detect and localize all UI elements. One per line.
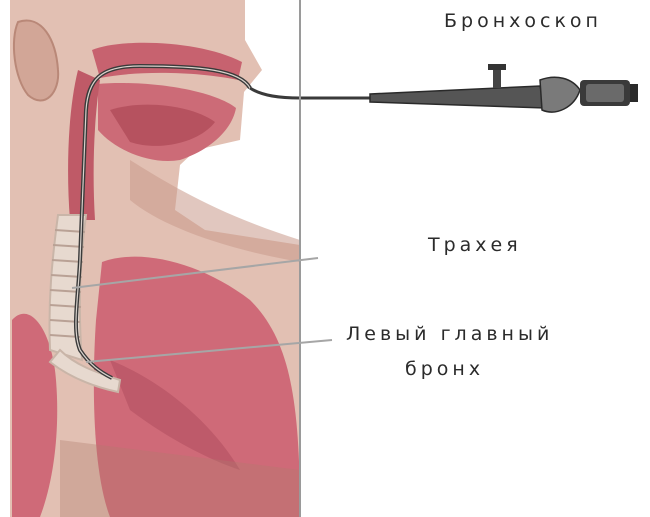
bronchoscope-label: Бронхоскоп	[444, 12, 602, 31]
bronchoscope-cable	[250, 88, 370, 98]
bronchoscope-handle	[370, 64, 638, 112]
trachea-label: Трахея	[428, 236, 522, 255]
left-main-bronchus-label-line2: бронх	[405, 360, 484, 379]
left-main-bronchus-label-line1: Левый главный	[346, 325, 553, 344]
